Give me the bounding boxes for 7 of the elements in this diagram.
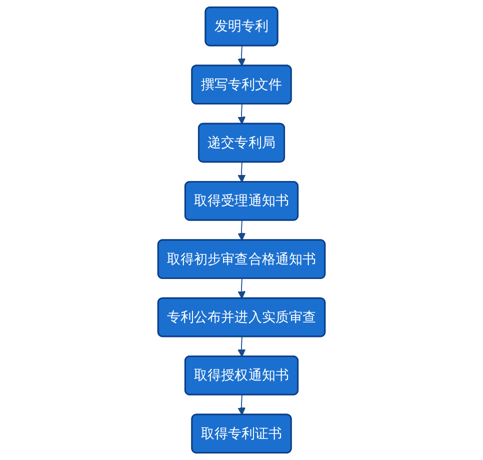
arrow (238, 394, 246, 416)
arrow (238, 46, 246, 66)
arrow (238, 220, 246, 241)
arrow (238, 162, 246, 183)
arrow (238, 278, 246, 299)
arrow (238, 104, 246, 124)
arrow (238, 336, 246, 358)
